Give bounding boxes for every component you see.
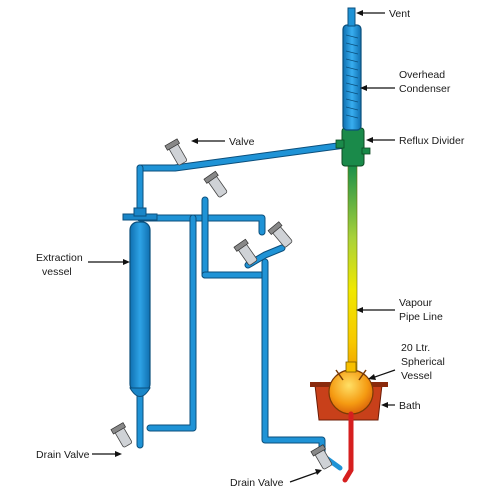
label-overhead-condenser-1: Overhead [399,69,445,81]
label-overhead-condenser-2: Condenser [399,83,451,95]
label-valve: Valve [229,136,255,148]
label-drain-valve-bottom: Drain Valve [230,477,284,489]
drain-valve-bottom-icon [310,444,332,470]
label-drain-valve-left: Drain Valve [36,449,90,461]
label-spherical-vessel-3: Vessel [401,370,432,382]
label-extraction-vessel-2: vessel [42,266,72,278]
bath-drain-pipe [319,411,354,483]
drain-valve-left-icon [110,422,132,448]
spherical-vessel [328,361,374,415]
pipe-network [136,141,349,459]
valve-lower [233,238,258,266]
extraction-vessel [122,207,158,397]
reflux-divider [335,127,371,167]
overhead-condenser [342,7,362,131]
label-spherical-vessel-1: 20 Ltr. [401,342,430,354]
label-bath: Bath [399,400,421,412]
valve-mid [203,170,228,198]
label-spherical-vessel-2: Spherical [401,356,445,368]
label-vapour-pipe-line-1: Vapour [399,297,433,309]
valve-right [267,221,293,248]
label-vapour-pipe-line-2: Pipe Line [399,311,443,323]
label-extraction-vessel-1: Extraction [36,252,83,264]
callout-arrows [88,10,396,483]
vapour-pipe-line [347,164,358,374]
label-vent: Vent [389,8,410,20]
label-reflux-divider: Reflux Divider [399,135,465,147]
labels: Vent Overhead Condenser Reflux Divider V… [36,8,465,489]
valve-top [164,138,187,166]
